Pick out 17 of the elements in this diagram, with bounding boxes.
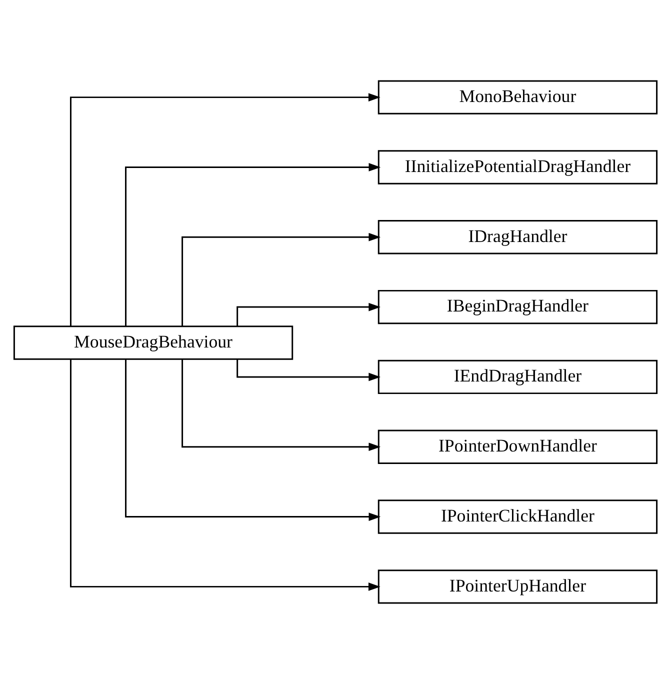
node-box: IInitializePotentialDragHandler — [378, 150, 658, 184]
node-box: IPointerDownHandler — [378, 430, 658, 464]
node-box: MouseDragBehaviour — [13, 326, 294, 360]
arrow — [236, 359, 381, 382]
arrow — [125, 163, 381, 326]
node-box: MonoBehaviour — [378, 80, 658, 114]
arrow — [70, 93, 380, 326]
arrow — [125, 359, 381, 521]
node-box: IPointerClickHandler — [378, 500, 658, 534]
node-box: IBeginDragHandler — [378, 290, 658, 324]
arrow — [70, 359, 380, 591]
arrow — [182, 232, 381, 326]
node-box: IDragHandler — [378, 220, 658, 254]
arrow — [182, 359, 381, 452]
arrow — [236, 302, 381, 326]
node-box: IEndDragHandler — [378, 360, 658, 394]
node-box: IPointerUpHandler — [378, 570, 658, 604]
